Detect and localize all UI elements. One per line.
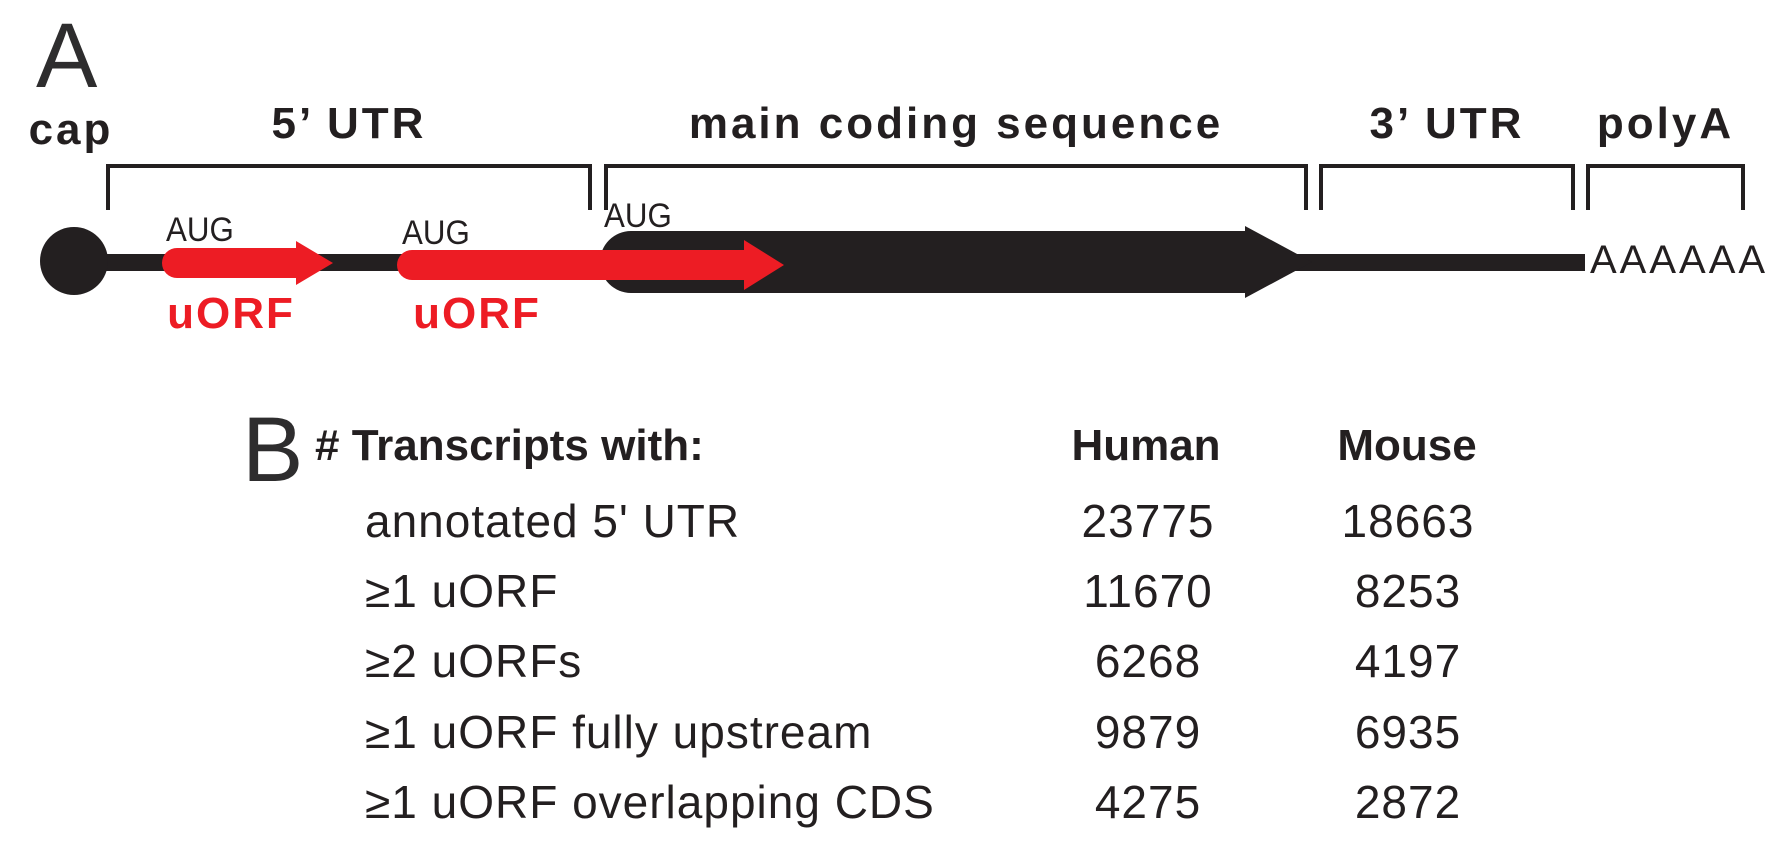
mouse-value: 6935 — [1354, 706, 1462, 758]
aug-label-uorf2: AUG — [402, 214, 470, 252]
mouse-value: 4197 — [1354, 635, 1462, 687]
polya-bracket — [1586, 164, 1745, 210]
human-value: 9879 — [1094, 706, 1202, 758]
uorf-arrow-1 — [162, 248, 297, 278]
cap-circle — [40, 227, 108, 295]
main-coding-sequence-label: main coding sequence — [688, 99, 1224, 148]
uorf-text-label-2: uORF — [413, 289, 541, 338]
five-utr-label: 5’ UTR — [271, 99, 427, 148]
column-header-mouse: Mouse — [1337, 421, 1477, 470]
mouse-value: 2872 — [1354, 776, 1462, 828]
row-label: annotated 5' UTR — [365, 495, 741, 547]
human-value: 6268 — [1094, 635, 1202, 687]
human-value: 23775 — [1081, 495, 1215, 547]
row-label: ≥1 uORF overlapping CDS — [365, 776, 935, 828]
aug-label-cds: AUG — [604, 197, 672, 235]
row-label: ≥2 uORFs — [365, 635, 583, 687]
human-value: 11670 — [1083, 565, 1213, 617]
row-label: ≥1 uORF — [365, 565, 559, 617]
aug-label-uorf1: AUG — [166, 211, 234, 249]
polya-label: polyA — [1596, 99, 1735, 148]
table-title: # Transcripts with: — [315, 421, 704, 470]
panel-a-letter: A — [36, 5, 98, 107]
three-utr-label: 3’ UTR — [1369, 99, 1525, 148]
mouse-value: 8253 — [1354, 565, 1462, 617]
panel-b-letter: B — [242, 399, 304, 501]
polya-tail-text: AAAAAA — [1590, 238, 1769, 282]
main-coding-sequence-bracket — [604, 164, 1308, 210]
five-utr-bracket — [106, 164, 592, 210]
uorf-arrow-2 — [397, 250, 745, 280]
cap-label: cap — [28, 105, 114, 154]
row-label: ≥1 uORF fully upstream — [365, 706, 873, 758]
column-header-human: Human — [1071, 421, 1221, 470]
uorf-arrowhead-1 — [296, 241, 333, 285]
uorf-arrowhead-2 — [744, 240, 784, 290]
mouse-value: 18663 — [1341, 495, 1475, 547]
cds-arrowhead — [1245, 226, 1312, 298]
uorf-text-label-1: uORF — [167, 289, 295, 338]
human-value: 4275 — [1094, 776, 1202, 828]
three-utr-bracket — [1319, 164, 1575, 210]
